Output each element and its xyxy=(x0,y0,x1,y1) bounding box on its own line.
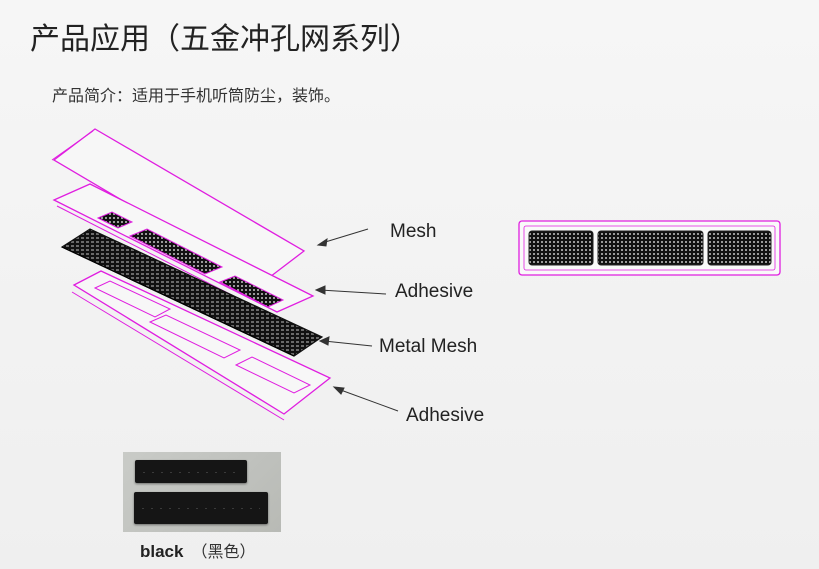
page-title: 产品应用（五金冲孔网系列） xyxy=(30,22,420,57)
label-adhesive-bottom: Adhesive xyxy=(406,405,485,426)
label-metal-mesh: Metal Mesh xyxy=(379,336,478,357)
label-mesh: Mesh xyxy=(390,221,437,242)
leader-arrows xyxy=(314,228,399,412)
product-intro: 产品简介：适用于手机听筒防尘，装饰。 xyxy=(52,86,341,105)
photo-caption: black （黑色） xyxy=(140,538,256,562)
photo-strip-top xyxy=(135,460,247,483)
adhesive-top-layer xyxy=(52,183,315,319)
caption-color-cn: （黑色） xyxy=(191,542,256,561)
adhesive-bottom-layer xyxy=(71,270,332,421)
product-photo xyxy=(123,452,281,532)
metal-mesh-layer xyxy=(60,228,324,357)
label-adhesive-top: Adhesive xyxy=(395,281,474,302)
photo-strip-bottom xyxy=(134,492,268,524)
assembled-part-view xyxy=(518,220,781,276)
caption-color-name: black xyxy=(140,542,184,561)
